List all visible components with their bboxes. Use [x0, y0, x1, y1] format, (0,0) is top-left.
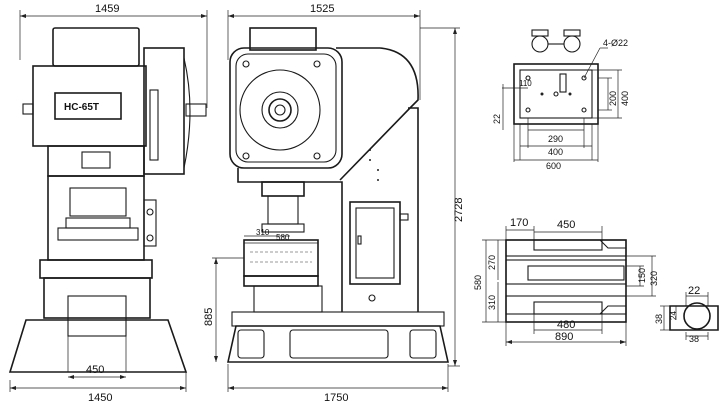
dim-400-h: 400: [548, 147, 563, 157]
front-view: 1459 HC-65T 450: [8, 3, 208, 404]
dim-170: 170: [510, 217, 528, 229]
dim-110: 110: [519, 79, 532, 88]
dim-890: 890: [555, 331, 573, 343]
t-slot-detail: 22 38 24 38: [654, 285, 719, 344]
slot-dim-38-b: 38: [689, 334, 699, 344]
dim-450: 450: [557, 219, 575, 231]
slot-dim-24: 24: [669, 311, 678, 320]
dim-580-bolster: 580: [473, 275, 483, 290]
front-dim-top: 1459: [95, 3, 119, 15]
front-model-label: HC-65T: [64, 102, 99, 113]
side-view: 1525 310 580: [203, 3, 465, 404]
side-dim-310: 310: [256, 228, 270, 237]
hole-note: 4-Ø22: [603, 38, 628, 48]
side-dim-top: 1525: [310, 3, 334, 15]
side-dim-2728: 2728: [453, 198, 465, 222]
bolster-detail: 170 450 580 270 310 150 320: [473, 217, 659, 346]
dim-310-bolster: 310: [487, 295, 497, 310]
slide-plate-detail: 4-Ø22 110 22 290 400 600 200 400: [492, 29, 630, 171]
dim-290: 290: [548, 134, 563, 144]
side-dim-885: 885: [203, 308, 215, 326]
dim-270: 270: [487, 255, 497, 270]
slot-dim-38-a: 38: [654, 314, 664, 324]
dim-480: 480: [557, 319, 575, 331]
dim-600: 600: [546, 161, 561, 171]
side-dim-580: 580: [276, 233, 290, 242]
dim-320: 320: [649, 271, 659, 286]
dim-400-v: 400: [620, 91, 630, 106]
slot-dim-22: 22: [688, 285, 700, 297]
dim-22-top: 22: [492, 114, 502, 124]
side-dim-1750: 1750: [324, 392, 348, 404]
dim-150: 150: [637, 268, 647, 283]
dim-200: 200: [608, 91, 618, 106]
front-dim-inner: 450: [86, 364, 104, 376]
front-dim-base: 1450: [88, 392, 112, 404]
